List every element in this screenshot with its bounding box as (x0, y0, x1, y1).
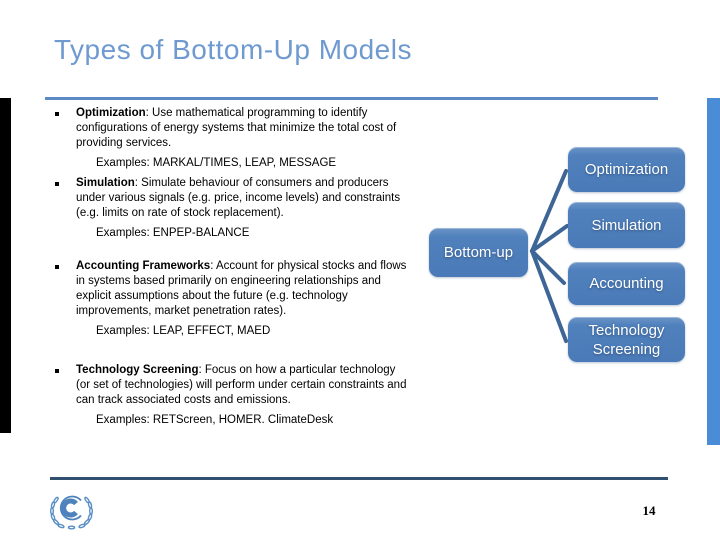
diagram-node-simulation: Simulation (568, 202, 685, 248)
right-accent-bar (707, 98, 720, 445)
bullet-text: Accounting Frameworks: Account for physi… (76, 259, 410, 319)
diagram-connector-lines (530, 169, 569, 343)
bullet-desc: : Use mathematical programming to identi… (76, 107, 397, 149)
list-item: Simulation: Simulate behaviour of consum… (52, 176, 432, 240)
diagram-root-node: Bottom-up (429, 228, 528, 277)
bullet-marker-icon (55, 182, 59, 186)
bullet-examples: Examples: ENPEP-BALANCE (96, 227, 250, 239)
diagram-node-optimization: Optimization (568, 147, 685, 192)
title-divider (45, 97, 658, 100)
bullet-term: Optimization (76, 107, 146, 119)
bullet-term: Technology Screening (76, 364, 199, 376)
unfccc-logo-icon (50, 495, 93, 530)
diagram-node-accounting: Accounting (568, 262, 685, 305)
page-number: 14 (642, 503, 656, 518)
left-accent-bar (0, 98, 11, 433)
bullet-desc: : Focus on how a particular technology (… (76, 364, 407, 406)
bullet-desc: : Simulate behaviour of consumers and pr… (76, 177, 401, 219)
diagram-node-technology-screening: Technology Screening (568, 317, 685, 362)
list-item: Accounting Frameworks: Account for physi… (52, 259, 432, 338)
bullet-marker-icon (55, 112, 59, 116)
bullet-marker-icon (55, 369, 59, 373)
bullet-term: Simulation (76, 177, 135, 189)
page-title: Types of Bottom-Up Models (54, 34, 412, 65)
bullet-term: Accounting Frameworks (76, 260, 211, 272)
bullet-text: Simulation: Simulate behaviour of consum… (76, 176, 410, 221)
list-item: Technology Screening: Focus on how a par… (52, 363, 432, 427)
bullet-text: Technology Screening: Focus on how a par… (76, 363, 410, 408)
bullet-text: Optimization: Use mathematical programmi… (76, 106, 410, 151)
list-item: Optimization: Use mathematical programmi… (52, 106, 432, 170)
bullet-examples: Examples: MARKAL/TIMES, LEAP, MESSAGE (96, 157, 337, 169)
bullet-list: Optimization: Use mathematical programmi… (52, 104, 432, 449)
bullet-desc: : Account for physical stocks and flows … (76, 260, 407, 317)
bullet-examples: Examples: RETScreen, HOMER. ClimateDesk (96, 414, 334, 426)
bullet-examples: Examples: LEAP, EFFECT, MAED (96, 325, 271, 337)
bullet-marker-icon (55, 265, 59, 269)
footer-divider (50, 477, 668, 480)
